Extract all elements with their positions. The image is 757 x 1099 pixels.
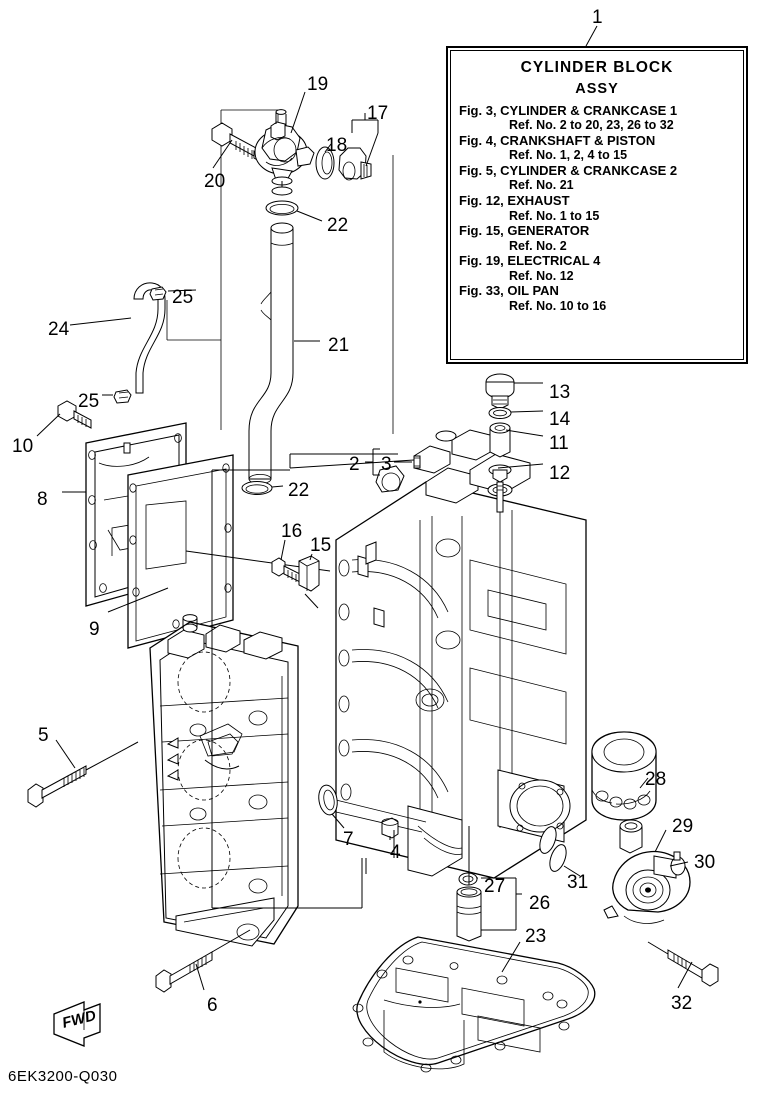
callout-bolt: 12: [549, 463, 571, 484]
part-22-o-ring-upper: [265, 200, 323, 222]
legend-ref-7: Ref. No. 10 to 16: [509, 298, 607, 313]
legend-fig-7: Fig. 33, OIL PAN: [459, 283, 559, 299]
fwd-arrow-icon: [53, 1001, 101, 1047]
part-7-o-ring: [318, 784, 345, 829]
part-19-thermostat-housing: [254, 91, 315, 196]
legend-ref-6: Ref. No. 12: [509, 268, 574, 283]
cylinder-block-casting: [335, 429, 587, 879]
part-32-bolt: [647, 941, 719, 989]
callout-breather-hose: 24: [48, 319, 70, 340]
legend-fig-3: Fig. 5, CYLINDER & CRANKCASE 2: [459, 163, 678, 179]
part-22-o-ring-lower: [241, 481, 284, 495]
callout-collar: 11: [549, 433, 569, 454]
legend-fig-2: Fig. 4, CRANKSHAFT & PISTON: [459, 133, 656, 149]
part-14-o-ring: [488, 407, 544, 419]
callout-bolt-long: 5: [38, 725, 49, 746]
callout-dowel-pin: 3: [381, 454, 392, 475]
part-20-bolt: [211, 122, 264, 169]
part-17-cover-assy: [338, 113, 379, 181]
callout-cylinder-block-assy: 1: [592, 7, 603, 28]
legend-ref-2: Ref. No. 1, 2, 4 to 15: [509, 148, 628, 163]
legend-ref-1: Ref. No. 2 to 20, 23, 26 to 32: [509, 118, 674, 133]
part-25-clamp-upper: [149, 286, 197, 301]
leader-2-lower: [212, 858, 367, 909]
crankcase-casting: [149, 614, 299, 947]
callout-thermostat-housing: 19: [307, 74, 329, 95]
callout-oil-pump-housing: 30: [694, 852, 716, 873]
callout-dowel-pin: 4: [390, 842, 401, 863]
callout-oil-strainer-assy: 26: [529, 893, 551, 914]
part-12-bolt: [488, 463, 544, 513]
part-13-plug-bolt: [485, 373, 543, 410]
part-6-bolt: [155, 929, 251, 993]
legend-ref-5: Ref. No. 2: [509, 238, 567, 253]
legend-fig-4: Fig. 12, EXHAUST: [459, 193, 570, 209]
part-29-adapter: [619, 819, 667, 867]
callout-o-ring: 27: [484, 876, 506, 897]
callout-dowel-pin: 31: [567, 872, 589, 893]
leader-2-3: [211, 448, 421, 908]
part-23-gasket-oil-pan: [352, 936, 596, 1073]
callout-bolt: 10: [12, 436, 34, 457]
callout-thermostat-cover-assy: 17: [367, 103, 389, 124]
callout-cover: 8: [37, 489, 48, 510]
callout-bolt: 6: [207, 995, 218, 1016]
part-10-bolt: [36, 400, 92, 437]
part-15-anode: [298, 553, 320, 609]
part-26-strainer: [456, 826, 522, 942]
part-28-oil-filter: [591, 731, 657, 821]
callout-plug-bolt: 13: [549, 382, 571, 403]
callout-clamp: 25: [172, 287, 194, 308]
legend-fig-6: Fig. 19, ELECTRICAL 4: [459, 253, 601, 269]
part-25-clamp-lower: [102, 389, 132, 404]
part-30-oil-pump-housing: [603, 850, 691, 924]
legend-fig-5: Fig. 15, GENERATOR: [459, 223, 590, 239]
legend-fig-1: Fig. 3, CYLINDER & CRANKCASE 1: [459, 103, 678, 118]
part-4-dowel-pin: [381, 817, 399, 858]
callout-o-ring: 14: [549, 409, 571, 430]
callout-gasket: 18: [326, 135, 348, 156]
callout-oil-filter: 28: [645, 769, 667, 790]
part-31-dowel-pins: [539, 826, 581, 877]
callout-anode: 15: [310, 535, 332, 556]
part-5-bolt-long: [27, 739, 139, 808]
leader-1: [585, 25, 598, 47]
legend-box: CYLINDER BLOCK ASSY Fig. 3, CYLINDER & C…: [446, 46, 748, 364]
callout-oil-filter-adapter: 29: [672, 816, 694, 837]
part-16-bolt: [271, 539, 301, 583]
callout-gasket-oil-pan: 23: [525, 926, 547, 947]
legend-ref-3: Ref. No. 21: [509, 178, 574, 193]
callout-o-ring: 22: [288, 480, 310, 501]
callout-bolt: 20: [204, 171, 226, 192]
part-18-gasket: [315, 143, 335, 180]
callout-clamp: 25: [78, 391, 100, 412]
callout-water-tube: 21: [328, 335, 350, 356]
callout-o-ring: 7: [343, 829, 354, 850]
callout-gasket: 9: [89, 619, 100, 640]
part-27-o-ring: [458, 872, 478, 886]
legend-ref-4: Ref. No. 1 to 15: [509, 208, 600, 223]
callout-o-ring: 22: [327, 215, 349, 236]
legend-subtitle: ASSY: [575, 81, 619, 97]
part-21-water-tube: [248, 222, 320, 484]
part-24-breather-hose: [69, 282, 166, 394]
callout-bolt: 16: [281, 521, 303, 542]
group-frame-thermostat: [166, 109, 394, 434]
legend-inner-border: CYLINDER BLOCK ASSY Fig. 3, CYLINDER & C…: [450, 50, 744, 360]
legend-title: CYLINDER BLOCK: [520, 59, 674, 76]
part-11-collar: [489, 422, 544, 458]
callout-bolt: 32: [671, 993, 693, 1014]
drawing-code: 6EK3200-Q030: [8, 1068, 118, 1085]
callout-cylinder-block: 2: [349, 454, 360, 475]
